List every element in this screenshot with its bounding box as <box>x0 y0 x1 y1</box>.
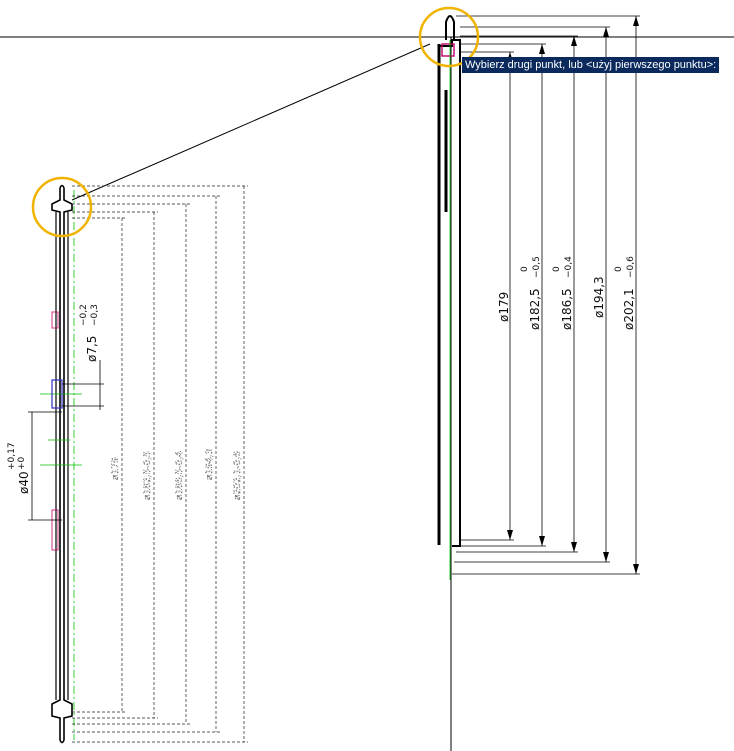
svg-text:ø179: ø179 <box>111 457 121 480</box>
crosshair-cursor <box>0 36 734 751</box>
svg-text:ø186,5-0,4: ø186,5-0,4 <box>175 451 185 500</box>
detail-leader-line <box>71 43 431 201</box>
detail-circle-left <box>31 176 93 238</box>
dim-202-tol-lower: −0,6 <box>626 256 636 278</box>
dim-182-tol-lower: −0,5 <box>532 256 542 278</box>
detail-circle-right <box>418 6 480 68</box>
dim-186-tol-upper: 0 <box>552 266 562 272</box>
dim-179-label: ø179 <box>497 292 511 322</box>
right-part-view <box>437 15 640 580</box>
bore-dimension-tol-lower: +0 <box>17 456 27 470</box>
bore-dimension-label: ø40 <box>17 471 31 494</box>
dim-186-tol-lower: −0,4 <box>564 256 574 278</box>
dim-202-tol-upper: 0 <box>614 266 624 272</box>
dim-186-label: ø186,5 <box>560 288 574 330</box>
left-part-view: ø179 ø182,5-0,5 ø186,5-0,4 ø194,3 ø202,1… <box>28 184 248 744</box>
hole-dimension-tol-upper: −0,2 <box>79 304 89 326</box>
svg-text:ø194,3: ø194,3 <box>205 449 215 480</box>
dim-182-label: ø182,5 <box>528 288 542 330</box>
hole-dimension-tol-lower: −0,3 <box>90 304 100 326</box>
hole-dimension-label: ø7,5 <box>85 336 99 362</box>
dim-194-label: ø194,3 <box>592 276 606 318</box>
dim-202-label: ø202,1 <box>622 288 636 330</box>
svg-text:ø202,1-0,6: ø202,1-0,6 <box>233 451 243 500</box>
bore-dimension-tol-upper: +0,17 <box>7 442 17 470</box>
command-prompt-tooltip: Wybierz drugi punkt, lub <użyj pierwszeg… <box>462 57 720 73</box>
dim-182-tol-upper: 0 <box>520 266 530 272</box>
svg-text:ø182,5-0,5: ø182,5-0,5 <box>143 451 153 500</box>
